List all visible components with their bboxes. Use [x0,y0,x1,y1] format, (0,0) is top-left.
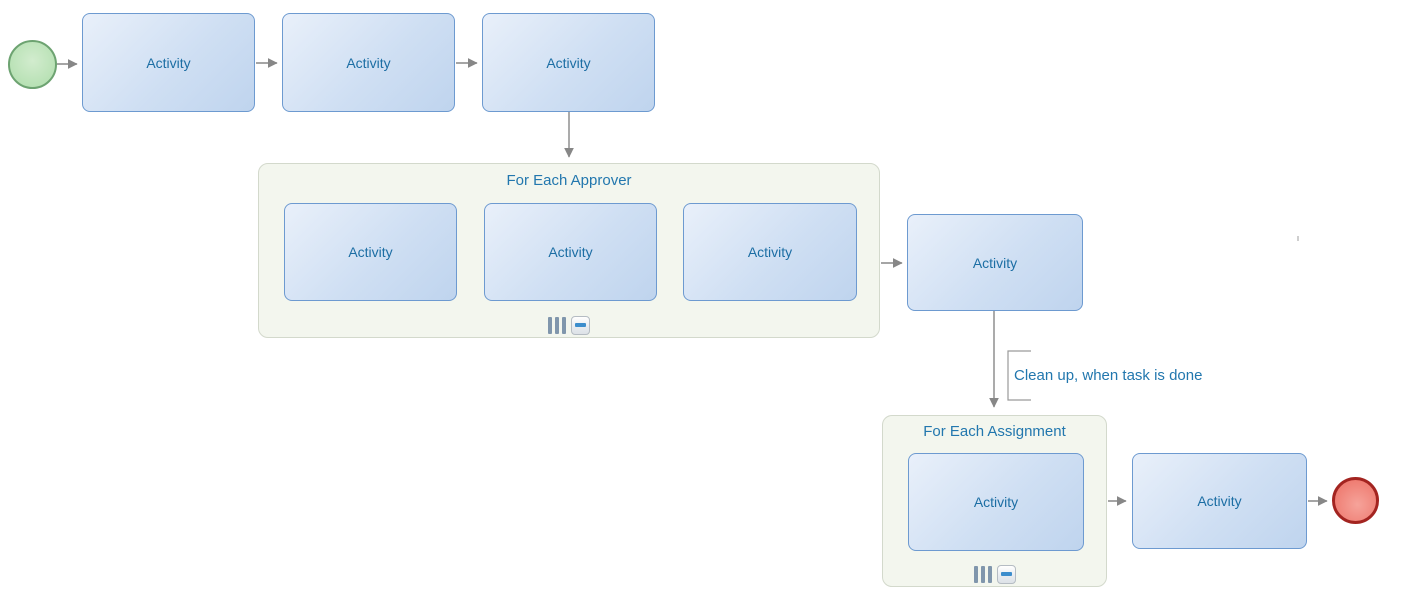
activity-node[interactable]: Activity [82,13,255,112]
container-marker-row [883,564,1106,584]
container-title: For Each Assignment [923,423,1066,440]
stray-mark [1297,236,1299,241]
activity-label: Activity [747,244,793,260]
activity-label: Activity [972,254,1018,271]
activity-label: Activity [973,494,1019,510]
activity-label: Activity [548,244,593,260]
start-event[interactable] [8,40,57,89]
activity-node[interactable]: Activity [484,203,657,301]
minus-icon [575,323,586,327]
activity-label: Activity [146,54,191,71]
activity-node[interactable]: Activity [683,203,857,301]
annotation-text[interactable]: Clean up, when task is done [1014,367,1203,384]
multi-instance-icon [973,565,992,583]
activity-label: Activity [346,54,391,71]
collapse-button[interactable] [571,315,590,335]
activity-node[interactable]: Activity [284,203,457,301]
activity-node[interactable]: Activity [482,13,655,112]
foreach-approver-container[interactable]: For Each Approver Activity Activity Acti… [258,163,880,338]
activity-label: Activity [1197,493,1242,509]
minus-icon [1000,572,1012,576]
end-event[interactable] [1332,477,1379,524]
container-title: For Each Approver [506,172,632,189]
multi-instance-icon [548,316,566,334]
activity-label: Activity [546,54,591,71]
foreach-assignment-container[interactable]: For Each Assignment Activity [882,415,1107,587]
activity-node[interactable]: Activity [1132,453,1307,549]
collapse-button[interactable] [996,564,1016,584]
activity-node[interactable]: Activity [907,214,1083,311]
activity-node[interactable]: Activity [908,453,1084,551]
container-marker-row [259,315,879,335]
activity-node[interactable]: Activity [282,13,455,112]
activity-label: Activity [348,244,393,260]
